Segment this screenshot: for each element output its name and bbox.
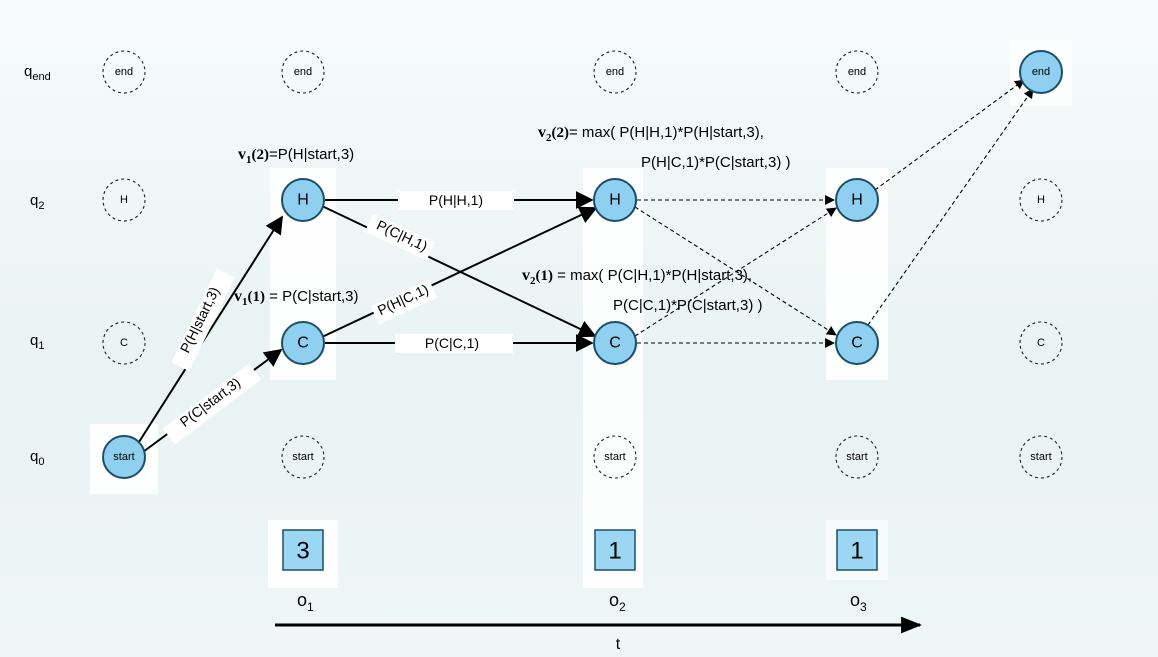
- state-end-c2: [593, 50, 637, 94]
- viterbi-annotations: v1(2)=P(H|start,3) v1(1) = P(C|start,3) …: [234, 124, 790, 314]
- edge-dashed-H-end: [874, 79, 1025, 191]
- edge-start-H: [138, 215, 283, 443]
- observation-value-1: 3: [296, 538, 309, 565]
- edge-label-bg-CH: [370, 279, 438, 325]
- state-H-c3-label: H: [851, 192, 863, 209]
- observation-label-3: o3: [850, 590, 867, 614]
- edge-label-backgrounds: [162, 191, 514, 445]
- state-H-c1-label: H: [297, 192, 309, 209]
- row-label-q2: q2: [30, 192, 44, 212]
- state-end-c3: [835, 50, 879, 94]
- edge-label-H-H: P(H|H,1): [429, 192, 483, 208]
- state-end-c0-label: end: [115, 66, 133, 78]
- row-label-q1: q1: [30, 332, 44, 352]
- active-state-labels: start H C H C H C end: [113, 66, 1050, 463]
- state-end-c0: [102, 50, 146, 94]
- time-axis-label: t: [616, 636, 621, 653]
- state-end-c3-label: end: [848, 66, 866, 78]
- state-C-c3: [835, 321, 879, 365]
- state-start-c0-label: start: [113, 451, 134, 463]
- state-C-c4-label: C: [1037, 337, 1045, 349]
- state-start-c2: [593, 435, 637, 479]
- edge-label-bg-HC: [364, 213, 436, 261]
- state-end-c2-label: end: [606, 66, 624, 78]
- state-start-c1-label: start: [292, 451, 313, 463]
- dashed-edges: [634, 79, 1034, 348]
- edge-label-bg-CC: [395, 334, 513, 353]
- edge-label-bg-HH: [398, 191, 514, 210]
- edge-dashed-H-C: [634, 206, 837, 336]
- annotation-v2-1-line1: v2(1) = max( P(C|H,1)*P(H|start,3),: [522, 267, 752, 287]
- annotation-v2-1-line2: P(C|C,1)*P(C|start,3) ): [613, 297, 762, 314]
- state-start-c4-label: start: [1030, 451, 1051, 463]
- observation-box-1: [282, 529, 324, 571]
- row-label-qend: qend: [24, 63, 51, 83]
- observation-value-3: 1: [850, 538, 863, 565]
- observation-box-3: [836, 529, 878, 571]
- state-H-c4: [1019, 178, 1063, 222]
- observation-value-2: 1: [608, 538, 621, 565]
- state-end-c1-label: end: [294, 66, 312, 78]
- state-start-c2-label: start: [604, 451, 625, 463]
- state-end-c4: [1019, 50, 1063, 94]
- edge-dashed-C-end: [867, 88, 1034, 326]
- annotation-v1-2: v1(2)=P(H|start,3): [238, 146, 354, 166]
- inactive-states: [102, 50, 1063, 479]
- state-H-c1: [281, 178, 325, 222]
- observation-label-2: o2: [609, 590, 626, 614]
- observation-box-2: [594, 529, 636, 571]
- state-H-c4-label: H: [1037, 194, 1045, 206]
- inactive-state-labels: end end end end H H C C start start star…: [115, 66, 1052, 463]
- state-H-c3: [835, 178, 879, 222]
- state-H-c2-label: H: [609, 192, 621, 209]
- annotation-v2-2-line2: P(H|C,1)*P(C|start,3) ): [641, 154, 790, 171]
- state-C-c2-label: C: [609, 335, 621, 352]
- time-axis: t: [275, 616, 923, 653]
- edge-C-H: [321, 206, 598, 338]
- edge-label-C-C: P(C|C,1): [425, 335, 479, 351]
- edge-label-bg-startC: [162, 363, 262, 445]
- state-H-c2: [593, 178, 637, 222]
- state-C-c0: [102, 321, 146, 365]
- active-states: [102, 50, 1063, 479]
- edge-label-start-C: P(C|start,3): [177, 374, 244, 430]
- state-start-c0: [102, 435, 146, 479]
- observation-label-1: o1: [297, 590, 314, 614]
- state-end-c4-label: end: [1032, 66, 1050, 78]
- row-label-q0: q0: [30, 448, 44, 468]
- annotation-v2-2-line1: v2(2)= max( P(H|H,1)*P(H|start,3),: [538, 124, 764, 144]
- state-C-c3-label: C: [851, 335, 863, 352]
- state-start-c1: [281, 435, 325, 479]
- state-start-c4: [1019, 435, 1063, 479]
- state-end-c1: [281, 50, 325, 94]
- state-start-c3: [835, 435, 879, 479]
- row-labels: qend q2 q1 q0: [24, 63, 51, 468]
- highlight-col-2: [583, 168, 643, 588]
- state-H-c0: [102, 178, 146, 222]
- edge-dashed-C-H: [634, 207, 837, 337]
- state-C-c4: [1019, 321, 1063, 365]
- state-H-c0-label: H: [120, 194, 128, 206]
- state-start-c3-label: start: [846, 451, 867, 463]
- observations: 3 1 1 o1 o2 o3: [282, 529, 878, 614]
- edge-label-bg-startH: [171, 268, 235, 372]
- state-C-c1-label: C: [297, 335, 309, 352]
- state-C-c1: [281, 321, 325, 365]
- state-C-c2: [593, 321, 637, 365]
- highlight-bands: [90, 40, 1072, 588]
- state-C-c0-label: C: [120, 337, 128, 349]
- annotation-v1-1: v1(1) = P(C|start,3): [234, 288, 359, 308]
